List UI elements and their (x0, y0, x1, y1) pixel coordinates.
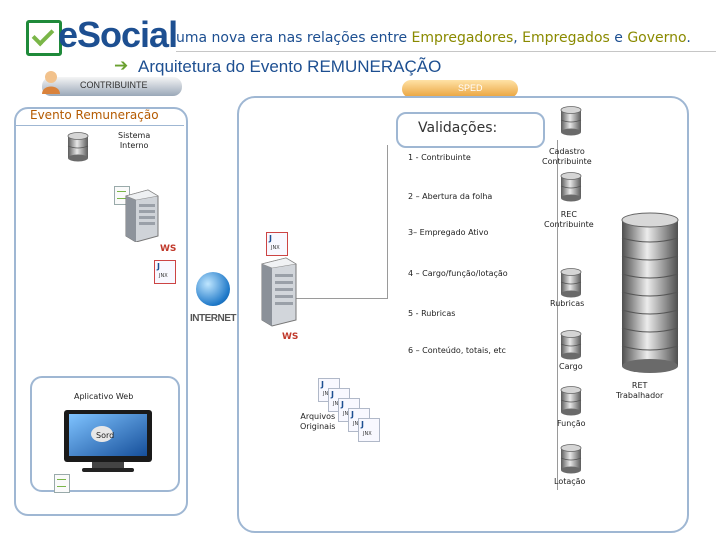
ws-left-label: WS (160, 244, 177, 254)
tagline-governo: Governo (627, 30, 687, 46)
validation-step: 6 – Conteúdo, totais, etc (408, 346, 506, 355)
rec-contribuinte-database-icon (560, 172, 582, 202)
left-server-icon (125, 189, 159, 242)
internet-globe-icon (196, 272, 230, 306)
sistema-interno-label: Sistema Interno (118, 131, 151, 150)
arquivos-originais-label: Arquivos Originais (300, 412, 336, 431)
evento-remuneracao-title: Evento Remuneração (30, 108, 159, 122)
validation-connector-line (557, 140, 558, 490)
validation-step: 1 - Contribuinte (408, 153, 471, 162)
ret-trabalhador-label: RET Trabalhador (616, 381, 664, 400)
contribuinte-panel (14, 107, 188, 516)
cadastro-contribuinte-database-icon (560, 106, 582, 136)
internet-label: INTERNET (190, 313, 237, 324)
slide-subtitle: Arquitetura do Evento REMUNERAÇÃO (138, 57, 442, 76)
funcao-database-icon (560, 386, 582, 416)
validation-step: 4 – Cargo/função/lotação (408, 269, 508, 278)
database-label: Cadastro Contribuinte (542, 147, 592, 166)
database-label: Lotação (554, 477, 586, 486)
ws-connector-line (296, 298, 388, 299)
lotacao-database-icon (560, 444, 582, 474)
rubricas-database-icon (560, 268, 582, 298)
validation-step: 2 – Abertura da folha (408, 192, 493, 201)
esocial-logo-text: eSocial (58, 14, 178, 55)
cargo-database-icon (560, 330, 582, 360)
header-divider (176, 51, 716, 52)
tagline-text: uma nova era nas relações entre (176, 30, 412, 46)
tagline-end: . (686, 30, 691, 46)
esocial-logo-icon (26, 20, 62, 56)
aplicativo-web-label: Aplicativo Web (74, 392, 134, 401)
desktop-computer-icon (64, 410, 152, 472)
sped-tab-label: SPED (458, 83, 483, 93)
sped-tab: SPED (402, 80, 518, 98)
validation-step: 3– Empregado Ativo (408, 228, 489, 237)
arrow-right-icon: ➔ (114, 56, 129, 76)
sped-server-icon (261, 257, 297, 327)
ws-right-label: WS (282, 332, 299, 342)
sistema-interno-database-icon (67, 132, 89, 162)
validacoes-box (396, 112, 545, 148)
person-icon (42, 71, 60, 94)
database-label: Cargo (559, 362, 583, 371)
validation-step: 5 - Rubricas (408, 309, 456, 318)
sped-panel (237, 96, 689, 533)
database-label: Rubricas (550, 299, 585, 308)
ws-vertical-connector (387, 145, 388, 299)
contribuinte-tab: CONTRIBUINTE (42, 77, 182, 96)
tagline-separator: , (513, 30, 523, 46)
left-title-divider (14, 125, 184, 126)
contribuinte-tab-label: CONTRIBUINTE (80, 80, 148, 90)
screen-sord-label: Sord (96, 431, 115, 440)
database-label: Função (557, 419, 586, 428)
tagline-empregadores: Empregadores (411, 30, 514, 46)
database-label: REC Contribuinte (544, 210, 594, 229)
header-tagline: uma nova era nas relações entre Empregad… (176, 30, 691, 46)
ret-trabalhador-database-icon (621, 212, 679, 373)
document-icon (54, 474, 70, 493)
tagline-conjunction: e (609, 30, 628, 46)
tagline-empregados: Empregados (522, 30, 610, 46)
validacoes-title: Validações: (418, 120, 498, 136)
